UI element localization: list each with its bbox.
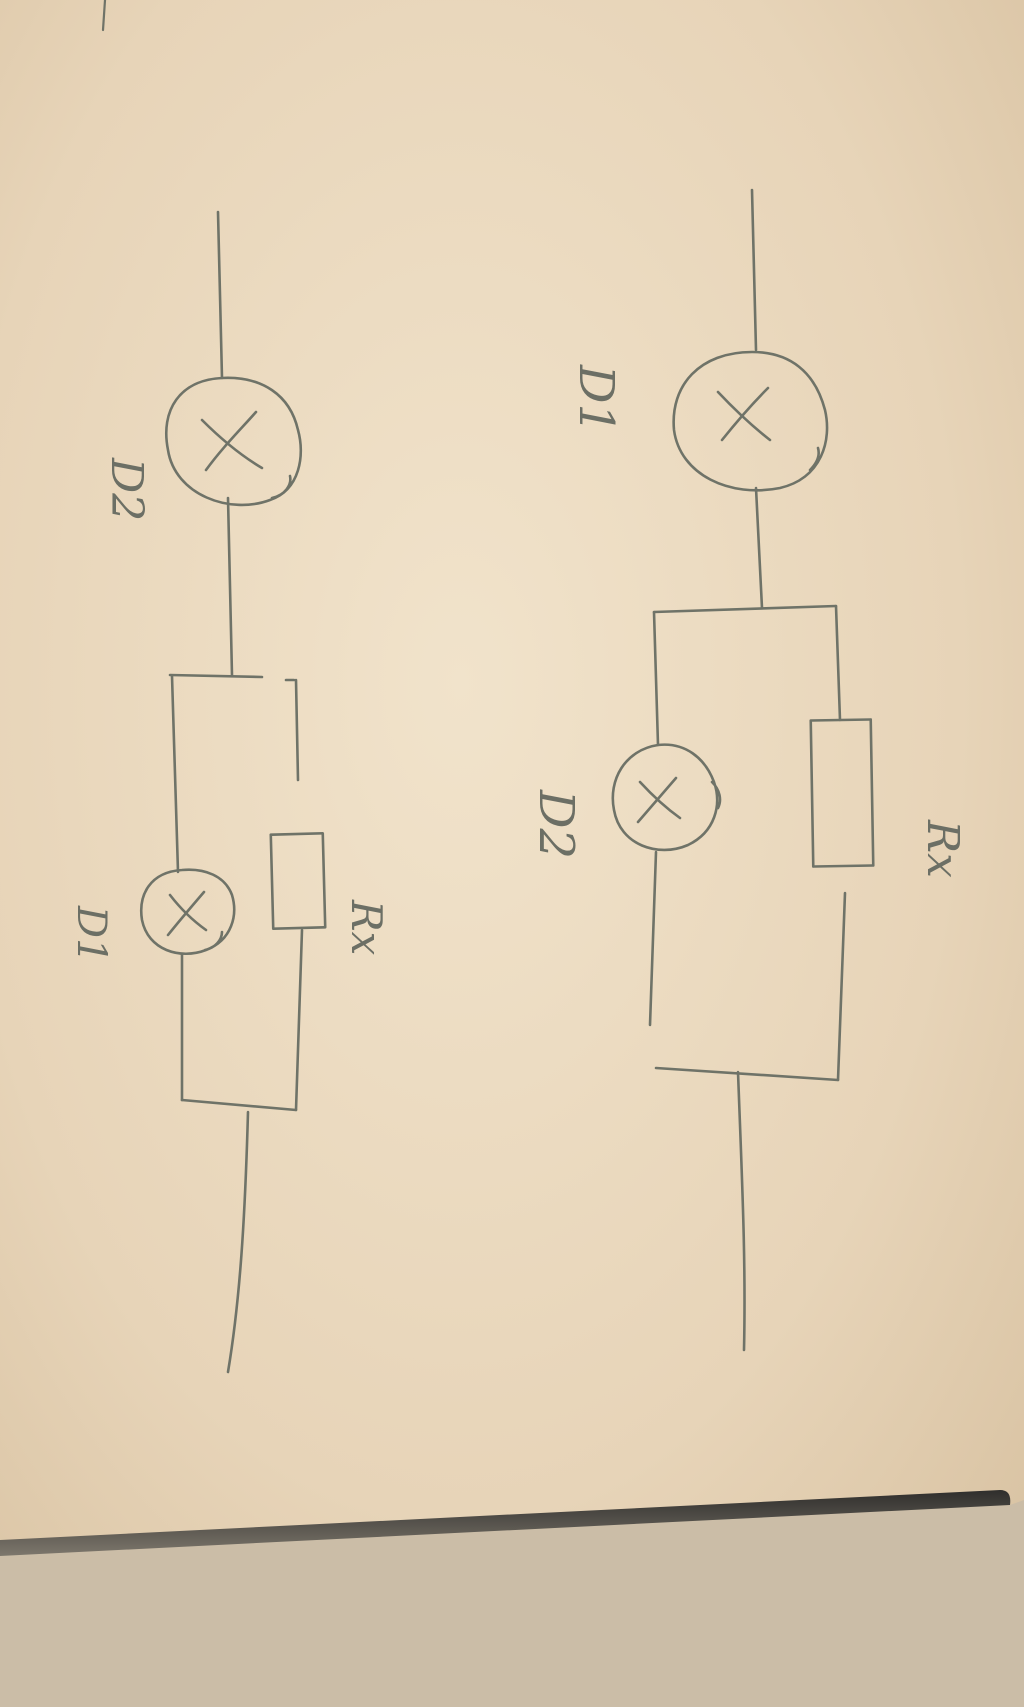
circuit-a-bottom-wire	[226, 1110, 250, 1374]
circuit-a-left-branch-wire	[170, 674, 180, 874]
stray-pen-mark	[101, 0, 107, 32]
lamp-cross-line	[166, 890, 206, 937]
circuit-a-lamp-parallel-label: D1	[68, 905, 114, 964]
circuit-b-right-branch-wire	[836, 891, 847, 1082]
lamp-cross-line	[720, 386, 770, 442]
circuit-b-lamp-parallel-label: D2	[528, 789, 584, 859]
circuit-b-bottom-rail	[654, 1066, 840, 1082]
lamp-symbol	[672, 350, 829, 492]
circuit-a-lamp-parallel	[139, 868, 236, 955]
circuit-a-mid-wire	[226, 496, 234, 677]
circuit-a-lamp-top-label: D2	[101, 457, 152, 521]
circuit-b-left-branch-wire	[648, 850, 658, 1027]
lamp-cross-line	[716, 390, 772, 442]
circuit-b-lamp-top-label: D1	[568, 364, 624, 434]
resistor-symbol	[269, 832, 327, 930]
circuit-a-lamp-top	[165, 376, 303, 507]
circuit-a-top-wire	[216, 210, 224, 380]
circuit-b-top-rail	[652, 604, 838, 614]
circuit-a-right-branch-wire	[294, 678, 300, 782]
lamp-cross-line	[638, 780, 682, 820]
lamp-symbol	[165, 376, 303, 507]
table-surface	[0, 1500, 1024, 1707]
circuit-b-lamp-top	[672, 350, 829, 492]
circuit-b-top-wire	[750, 188, 758, 352]
lamp-cross-line	[204, 410, 258, 472]
circuit-b: D1 D2 Rx	[528, 188, 968, 1352]
circuit-a-resistor-label: Rx	[342, 899, 391, 956]
circuit-b-mid-wire	[754, 486, 764, 610]
circuit-a-right-branch-wire	[294, 928, 304, 1112]
circuit-b-right-branch-wire	[834, 604, 842, 722]
lamp-cross-line	[200, 418, 264, 470]
page-edge-shadow	[0, 1490, 1011, 1556]
circuit-b-left-branch-wire	[652, 610, 660, 747]
circuit-b-lamp-parallel	[611, 743, 722, 852]
lamp-cross-line	[636, 776, 678, 824]
circuit-b-resistor-label: Rx	[917, 819, 968, 878]
circuit-a: D2 D1 Rx	[68, 210, 391, 1374]
lamp-symbol	[611, 743, 722, 852]
circuit-a-top-rail	[168, 673, 264, 679]
resistor-symbol	[809, 718, 875, 868]
lamp-symbol	[139, 868, 236, 955]
circuit-a-bottom-rail	[180, 1098, 298, 1112]
circuit-b-bottom-wire	[736, 1070, 746, 1352]
